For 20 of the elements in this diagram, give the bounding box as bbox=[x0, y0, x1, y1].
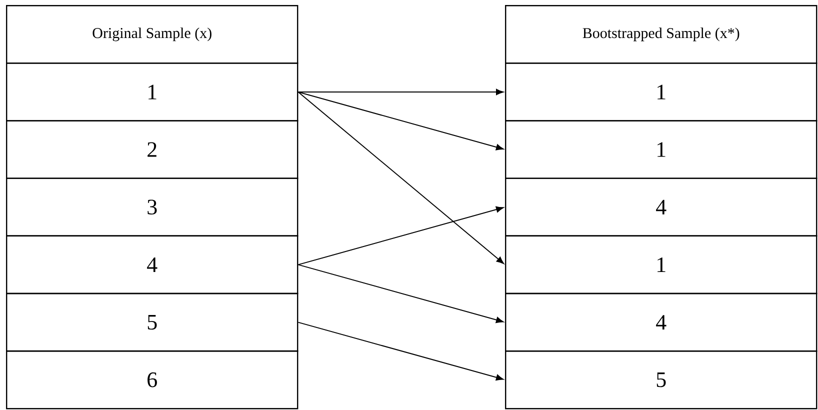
table-cell: 4 bbox=[6, 235, 298, 294]
table-cell: 3 bbox=[6, 178, 298, 236]
arrow bbox=[298, 264, 504, 324]
arrow bbox=[298, 322, 504, 381]
arrow bbox=[298, 92, 504, 150]
table-cell: 1 bbox=[505, 120, 818, 179]
table-cell: 4 bbox=[505, 178, 818, 236]
table-cell: 5 bbox=[505, 350, 818, 410]
table-cell: 1 bbox=[505, 62, 818, 122]
table-cell: 5 bbox=[6, 292, 298, 352]
arrow bbox=[298, 92, 504, 264]
arrow bbox=[298, 88, 504, 96]
table-cell: 4 bbox=[505, 292, 818, 352]
table-cell: 2 bbox=[6, 120, 298, 179]
table-cell: 6 bbox=[6, 350, 298, 410]
arrow bbox=[298, 206, 504, 266]
table-cell: 1 bbox=[505, 235, 818, 294]
table-cell: 1 bbox=[6, 62, 298, 122]
header-cell: Original Sample (x) bbox=[6, 5, 298, 64]
header-cell: Bootstrapped Sample (x*) bbox=[505, 5, 818, 64]
